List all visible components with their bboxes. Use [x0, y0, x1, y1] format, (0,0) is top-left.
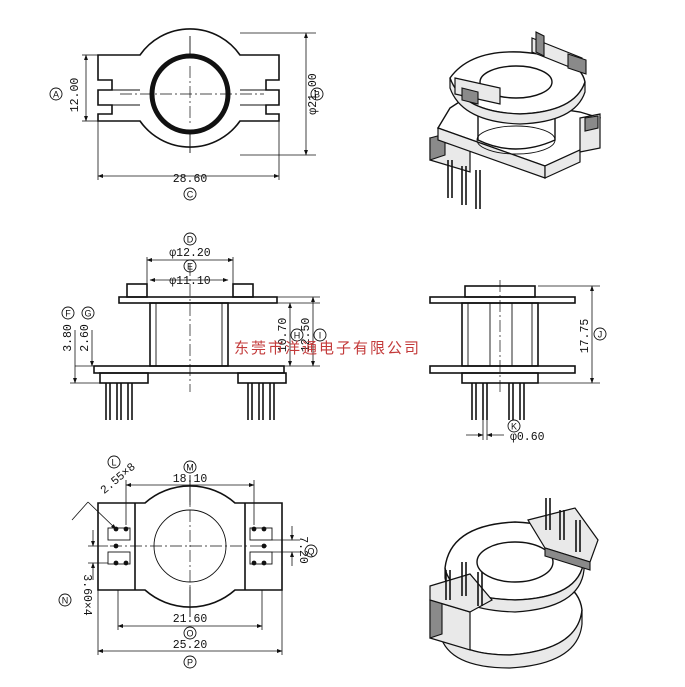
label-c: C: [187, 190, 194, 200]
watermark-text: 东莞市洋通电子有限公司: [234, 339, 421, 357]
label-o: O: [186, 629, 193, 639]
isometric-view-top: [429, 31, 602, 209]
label-k: K: [511, 422, 517, 432]
label-p: P: [187, 658, 193, 668]
side-top-flange: [429, 296, 576, 304]
bottom-flange: [93, 365, 285, 374]
dim-pin-size-text: 3.60×4: [80, 574, 93, 616]
dim-flange-a-text: 3.80: [62, 324, 75, 352]
top-view-outline: [97, 28, 280, 148]
label-e: E: [187, 262, 193, 272]
label-h: H: [294, 331, 301, 341]
bobbin-body: [149, 302, 229, 367]
dim-side-height-text: 17.75: [579, 319, 592, 354]
dim-outer-span-text: 25.20: [173, 639, 208, 652]
dim-width-text: 28.60: [173, 173, 208, 186]
dim-row-gap-text: 7.20: [296, 536, 309, 564]
label-j: J: [598, 330, 603, 340]
dim-outer-dia-text: φ12.20: [169, 247, 211, 260]
side-bottom-flange: [429, 365, 576, 374]
dim-span-text: 18.10: [173, 473, 208, 486]
label-g: G: [84, 309, 91, 319]
label-b: B: [314, 90, 320, 100]
label-d: D: [187, 235, 194, 245]
label-i: I: [319, 331, 322, 341]
label-bubble-c: [183, 187, 197, 201]
dim-flange-b-text: 2.60: [79, 324, 92, 352]
dim-inner-dia-text: φ11.10: [169, 275, 211, 288]
dim-height-text: 12.00: [69, 78, 82, 113]
dim-pin-dia-text: φ0.60: [510, 431, 545, 444]
dim-window-h-text: 10.70: [277, 318, 290, 353]
label-bubble-b: [310, 87, 324, 101]
dim-inner-span-text: 21.60: [173, 613, 208, 626]
label-bubble-a: [49, 87, 63, 101]
label-m: M: [186, 463, 194, 473]
label-n: N: [62, 596, 69, 606]
label-l: L: [111, 458, 116, 468]
isometric-view-bottom: [429, 498, 599, 669]
side-view: 17.75 J φ0.60 K: [429, 280, 607, 444]
left-tab: [126, 283, 148, 298]
dim-body-h-text: 12.50: [300, 318, 313, 353]
label-q: Q: [307, 547, 314, 557]
dim-diameter-text: φ21.00: [307, 73, 320, 115]
top-flange: [118, 296, 278, 304]
label-f: F: [65, 309, 71, 319]
front-view: D φ12.20 E φ11.10 F G 3.80 2.60 10.70 12…: [61, 232, 327, 420]
bottom-view: L 2.55×8 M 18.10 7.20 Q 3.60×4 N 21.60 O: [58, 455, 318, 669]
bottom-view-outline: [97, 485, 283, 608]
top-view: 12.00 A φ21.00 B 28.60 C: [49, 28, 324, 201]
right-tab: [232, 283, 254, 298]
label-a: A: [53, 90, 59, 100]
